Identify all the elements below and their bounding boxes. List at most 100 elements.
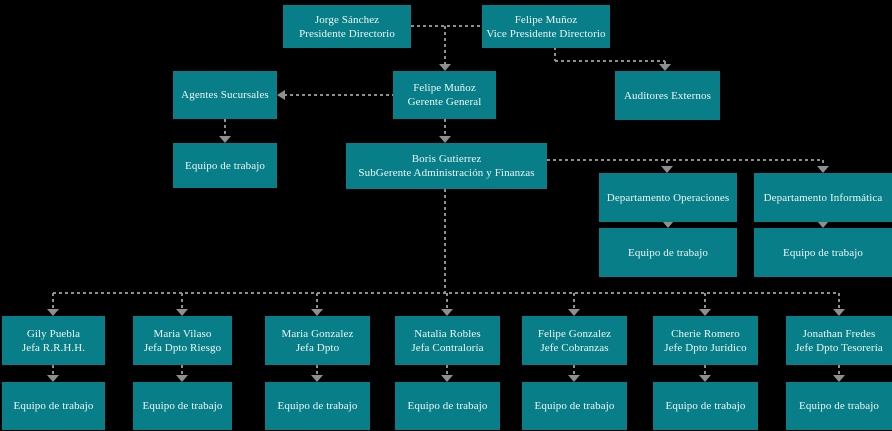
org-node-label: Jefe Dpto Jurídico [664, 341, 747, 354]
org-node-label: Jorge Sánchez [314, 13, 380, 26]
org-node-label: Jonathan Fredes [802, 327, 876, 340]
org-node-label: Agentes Sucursales [181, 89, 269, 101]
arrowhead-down-icon [176, 375, 188, 382]
connector-presidente-vice-link [411, 25, 482, 27]
org-node-label: Gerente General [407, 96, 482, 108]
org-node-dept-operaciones: Departamento Operaciones [599, 173, 737, 222]
arrowhead-down-icon [659, 64, 671, 71]
connector-juridico-to-equipo [704, 365, 706, 376]
arrowhead-down-icon [568, 375, 580, 382]
arrowhead-down-icon [441, 309, 453, 316]
connector-auditores-drop [664, 61, 666, 65]
arrowhead-down-icon [662, 221, 674, 228]
org-node-agentes-sucursales: Agentes Sucursales [173, 71, 277, 119]
org-node-label: Departamento Informática [763, 191, 883, 204]
connector-informatica-drop [822, 160, 824, 167]
org-node-equipo-juridico: Equipo de trabajo [653, 382, 758, 430]
arrowhead-down-icon [699, 309, 711, 316]
org-node-label: Equipo de trabajo [628, 246, 708, 259]
connector-boris-down [444, 189, 446, 293]
org-node-label: Jefa Dpto Riesgo [143, 341, 222, 354]
org-node-dept-informatica: Departamento Informática [754, 173, 892, 222]
connector-tesoreria-to-equipo [838, 365, 840, 376]
org-node-label: Presidente Directorio [299, 27, 395, 40]
arrowhead-down-icon [176, 309, 188, 316]
connector-gerente-to-boris [444, 119, 446, 137]
arrowhead-down-icon [47, 309, 59, 316]
org-node-label: Departamento Operaciones [606, 191, 730, 204]
org-node-equipo-riesgo: Equipo de trabajo [133, 382, 232, 430]
org-node-label: Natalia Robles [414, 327, 481, 340]
connector-operaciones-drop [666, 160, 668, 167]
connector-directorio-to-gerente [444, 26, 446, 65]
connector-boris-to-departamentos [547, 159, 823, 161]
org-node-label: Boris Gutierrez [411, 153, 482, 165]
org-node-label: Equipo de trabajo [665, 400, 746, 412]
org-node-equipo-tesoreria: Equipo de trabajo [786, 382, 892, 430]
connector-drop-rrhh [52, 293, 54, 310]
org-node-label: Equipo de trabajo [783, 246, 863, 259]
arrowhead-down-icon [311, 375, 323, 382]
arrowhead-down-icon [817, 221, 829, 228]
arrowhead-down-icon [568, 309, 580, 316]
org-node-label: Jefa R.R.H.H. [21, 341, 86, 354]
org-node-label: Equipo de trabajo [407, 400, 488, 412]
org-node-equipo-informatica: Equipo de trabajo [754, 228, 892, 277]
org-node-label: Gily Puebla [26, 327, 81, 340]
org-node-label: Cherie Romero [671, 327, 740, 340]
connector-vice-to-auditores [555, 60, 665, 62]
arrowhead-down-icon [439, 136, 451, 143]
connector-drop-juridico [704, 293, 706, 310]
arrowhead-down-icon [311, 309, 323, 316]
arrowhead-down-icon [699, 375, 711, 382]
org-node-label: Jefe Cobranzas [540, 341, 609, 354]
connector-dpto-to-equipo [316, 365, 318, 376]
connector-drop-riesgo [181, 293, 183, 310]
org-node-label: Equipo de trabajo [185, 159, 265, 172]
org-node-equipo-dpto: Equipo de trabajo [265, 382, 370, 430]
connector-contraloria-to-equipo [446, 365, 448, 376]
org-node-equipo-contraloria: Equipo de trabajo [395, 382, 500, 430]
org-node-label: Equipo de trabajo [534, 400, 615, 412]
org-node-label: Auditores Externos [623, 89, 712, 102]
arrowhead-down-icon [833, 309, 845, 316]
arrowhead-down-icon [441, 375, 453, 382]
org-node-label: SubGerente Administración y Finanzas [358, 167, 535, 179]
org-node-label: Maria Vilaso [153, 327, 212, 340]
org-node-label: Equipo de trabajo [277, 400, 358, 412]
org-node-label: Felipe Muñoz [514, 13, 578, 26]
connector-drop-tesoreria [838, 293, 840, 310]
org-node-label: Maria Gonzalez [281, 327, 354, 340]
org-node-label: Jefa Dpto [295, 341, 340, 354]
connector-cobranzas-to-equipo [573, 365, 575, 376]
org-node-equipo-cobranzas: Equipo de trabajo [522, 382, 627, 430]
arrowhead-down-icon [661, 166, 673, 173]
arrowhead-down-icon [439, 64, 451, 71]
arrowhead-down-icon [219, 136, 231, 143]
org-node-label: Equipo de trabajo [13, 400, 94, 412]
connector-drop-cobranzas [573, 293, 575, 310]
org-node-equipo-rrhh: Equipo de trabajo [2, 382, 105, 430]
org-node-label: Jefe Dpto Tesorería [795, 341, 883, 354]
org-node-label: Felipe Muñoz [413, 82, 476, 94]
org-node-label: Jefa Contraloría [411, 341, 484, 354]
connector-riesgo-to-equipo [181, 365, 183, 376]
connector-rrhh-to-equipo [52, 365, 54, 376]
org-node-auditores-externos: Auditores Externos [615, 71, 720, 120]
connector-agentes-to-equipo [224, 119, 226, 137]
org-node-label: Vice Presidente Directorio [486, 27, 606, 40]
connector-vice-drop [554, 47, 556, 61]
arrowhead-down-icon [47, 375, 59, 382]
org-node-equipo-operaciones: Equipo de trabajo [599, 228, 737, 277]
